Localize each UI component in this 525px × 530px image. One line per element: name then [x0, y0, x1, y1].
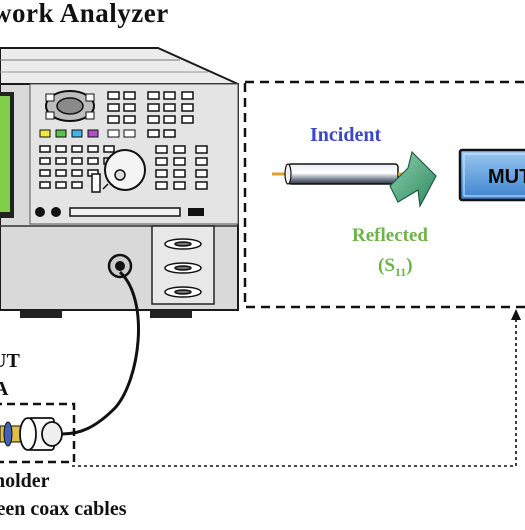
mut-box-label: MUT	[488, 166, 525, 188]
s11-label: (S11)	[378, 255, 413, 280]
analyzer-screen	[0, 96, 10, 212]
s11-suffix: )	[406, 255, 413, 276]
reflected-label: Reflected	[352, 225, 428, 246]
coax-cables-label: reen coax cables	[0, 498, 127, 520]
colored-keys	[39, 129, 136, 138]
mut-label-a: A	[0, 378, 9, 400]
diagram-title: work Analyzer	[0, 0, 169, 28]
incident-cable-icon	[272, 163, 412, 185]
s11-prefix: (S	[378, 255, 395, 276]
mut-label: UT	[0, 350, 20, 372]
disk-slot	[69, 207, 181, 217]
analyzer-top-face	[0, 47, 239, 85]
holder-label: holder	[0, 470, 50, 492]
mut-holder-box	[0, 402, 76, 464]
side-keys	[155, 145, 208, 190]
port-connectors	[164, 238, 202, 298]
mut-holder-connector	[0, 417, 63, 451]
incident-label: Incident	[310, 124, 382, 146]
function-keys-top	[107, 91, 194, 124]
nav-dial-cluster	[45, 90, 95, 122]
reflected-arrow-icon	[389, 150, 437, 208]
keypad	[39, 129, 176, 193]
dotted-connector	[72, 318, 517, 467]
s11-subscript: 11	[394, 264, 407, 279]
measurement-box	[243, 80, 525, 309]
mut-box	[458, 148, 525, 202]
rotary-knob	[102, 149, 146, 191]
coax-cable	[61, 270, 140, 436]
